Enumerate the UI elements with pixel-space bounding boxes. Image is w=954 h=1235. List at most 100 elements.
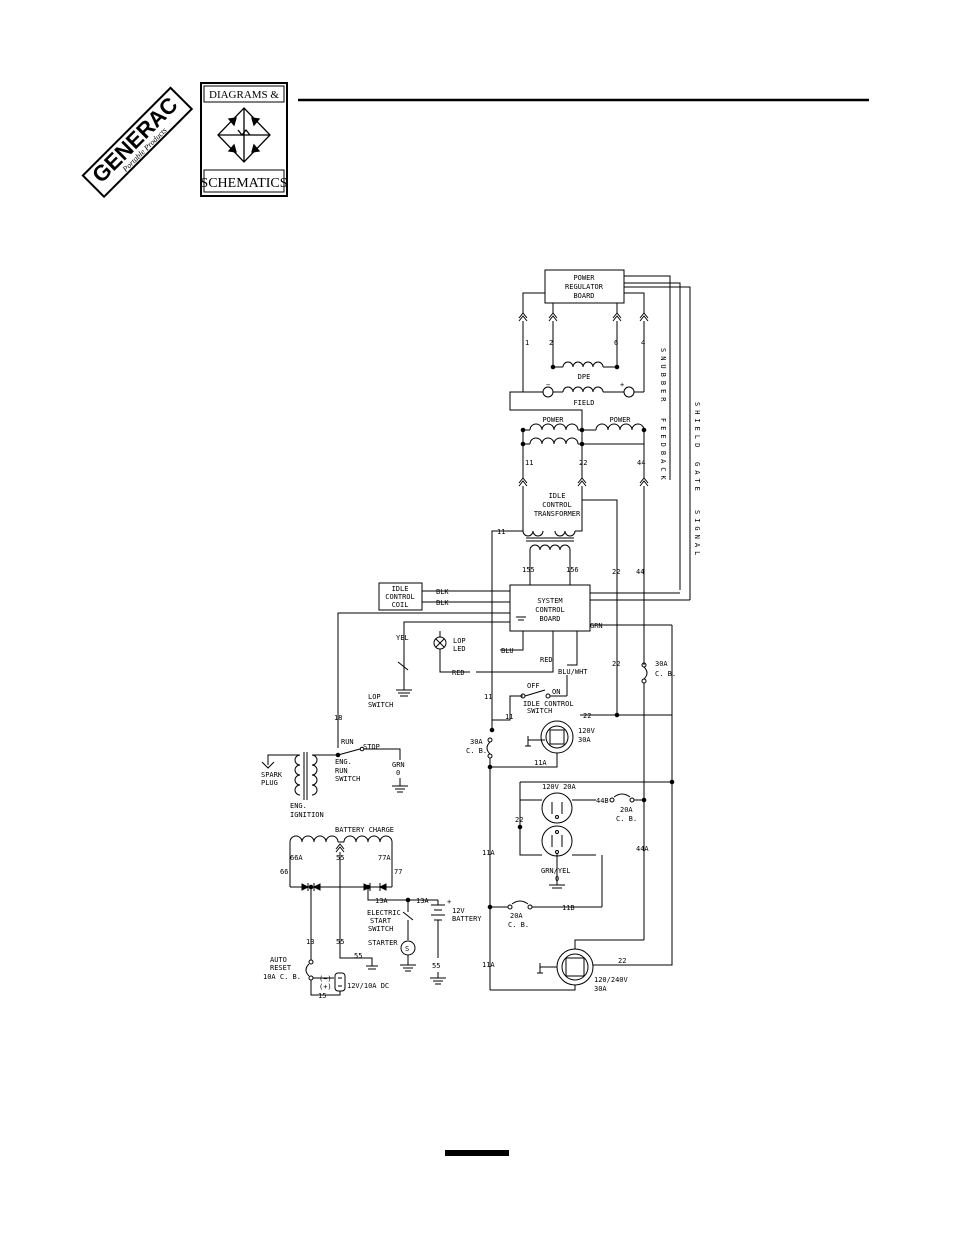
field-winding: − + FIELD [523, 381, 644, 407]
svg-text:156: 156 [566, 566, 579, 574]
electric-start-switch: ELECTRIC START SWITCH [367, 900, 414, 940]
svg-text:30A: 30A [594, 985, 607, 993]
dc-outlet-12v: (−) (+) 12V/10A DC [313, 972, 389, 992]
svg-text:11A: 11A [534, 759, 547, 767]
diagrams-schematics-badge: DIAGRAMS & SCHEMATICS [200, 82, 288, 197]
svg-text:DPE: DPE [578, 373, 591, 381]
svg-text:11A: 11A [482, 849, 495, 857]
svg-text:77: 77 [394, 868, 402, 876]
svg-text:REGULATOR: REGULATOR [565, 283, 604, 291]
svg-text:(+): (+) [319, 983, 332, 991]
battery-charge-winding: BATTERY CHARGE 66A 77A 66 77 55 [280, 826, 402, 945]
svg-text:66: 66 [280, 868, 288, 876]
badge-bottom-text: SCHEMATICS [200, 176, 287, 191]
bridge-rectifier-icon [217, 107, 271, 163]
svg-text:BOARD: BOARD [573, 292, 594, 300]
charge-diodes [289, 878, 393, 891]
svg-text:PLUG: PLUG [261, 779, 278, 787]
svg-text:55: 55 [432, 962, 440, 970]
svg-text:LOP: LOP [368, 693, 381, 701]
svg-text:+: + [620, 381, 624, 389]
svg-text:BOARD: BOARD [539, 615, 560, 623]
svg-text:30A: 30A [655, 660, 668, 668]
svg-text:BLK: BLK [436, 599, 449, 607]
svg-text:LOP: LOP [453, 637, 466, 645]
svg-text:22: 22 [618, 957, 626, 965]
svg-text:44B: 44B [596, 797, 609, 805]
svg-text:13A: 13A [375, 897, 388, 905]
svg-text:55: 55 [354, 952, 362, 960]
svg-text:CONTROL: CONTROL [542, 501, 572, 509]
svg-text:C. B.: C. B. [616, 815, 637, 823]
svg-text:START: START [370, 917, 392, 925]
regulator-connectors [518, 312, 649, 322]
circuit-breaker-20a-duplex: 20A C. B. [609, 793, 637, 823]
svg-text:22: 22 [612, 660, 620, 668]
svg-text:RED: RED [452, 669, 465, 677]
svg-text:+: + [447, 898, 451, 906]
svg-text:RUN: RUN [341, 738, 354, 746]
receptacle-120v-30a: 120V 30A [525, 720, 596, 754]
svg-text:13: 13 [306, 938, 314, 946]
svg-text:11B: 11B [562, 904, 575, 912]
svg-text:POWER: POWER [542, 416, 564, 424]
page-number-bar [445, 1150, 509, 1156]
svg-text:FIELD: FIELD [573, 399, 594, 407]
svg-text:C. B.: C. B. [508, 921, 529, 929]
svg-text:22: 22 [583, 712, 591, 720]
svg-text:44: 44 [636, 568, 644, 576]
svg-text:CONTROL: CONTROL [535, 606, 565, 614]
idle-control-switch: OFF ON IDLE CONTROL SWITCH [520, 675, 574, 715]
svg-text:0: 0 [396, 769, 400, 777]
svg-text:AUTO: AUTO [270, 956, 287, 964]
vertical-labels: SNUBBER FEEDBACK SHIELD GATE SIGNAL [659, 348, 701, 559]
svg-text:CONTROL: CONTROL [385, 593, 415, 601]
power-regulator-board: POWER REGULATOR BOARD [544, 269, 625, 304]
svg-text:YEL: YEL [396, 634, 409, 642]
idle-control-coil: IDLE CONTROL COIL [378, 582, 423, 611]
wire-2: 2 [549, 339, 553, 347]
svg-text:RESET: RESET [270, 964, 292, 972]
svg-text:IDLE CONTROL: IDLE CONTROL [523, 700, 574, 708]
svg-text:RUN: RUN [335, 767, 348, 775]
svg-text:SIGNAL: SIGNAL [693, 510, 701, 559]
svg-text:BLK: BLK [436, 588, 449, 596]
svg-text:BATTERY: BATTERY [452, 915, 482, 923]
system-control-board: SYSTEM CONTROL BOARD [509, 584, 591, 632]
svg-text:ENG.: ENG. [335, 758, 352, 766]
svg-text:SWITCH: SWITCH [368, 925, 393, 933]
svg-text:11: 11 [505, 713, 513, 721]
svg-text:S: S [405, 945, 409, 953]
svg-text:10A C. B.: 10A C. B. [263, 973, 301, 981]
svg-text:15: 15 [318, 992, 326, 1000]
auto-reset-breaker: AUTO RESET 10A C. B. [263, 956, 314, 981]
svg-text:STARTER: STARTER [368, 939, 398, 947]
svg-text:SNUBBER: SNUBBER [659, 348, 667, 406]
dpe-winding: DPE [550, 361, 620, 381]
svg-text:44: 44 [637, 459, 645, 467]
svg-text:66A: 66A [290, 854, 303, 862]
generac-logo: GENERAC Portable Products [81, 86, 194, 199]
starter-motor: STARTER S [368, 939, 416, 972]
svg-text:120V 20A: 120V 20A [542, 783, 577, 791]
wire-1: 1 [525, 339, 529, 347]
svg-text:OFF: OFF [527, 682, 540, 690]
svg-text:IGNITION: IGNITION [290, 811, 324, 819]
svg-text:GRN/YEL: GRN/YEL [541, 867, 571, 875]
svg-text:−: − [546, 381, 550, 389]
svg-text:IDLE: IDLE [549, 492, 566, 500]
svg-text:STOP: STOP [363, 743, 380, 751]
svg-text:SWITCH: SWITCH [527, 707, 552, 715]
svg-text:18: 18 [334, 714, 342, 722]
svg-text:BLU: BLU [501, 647, 514, 655]
svg-text:C. B.: C. B. [655, 670, 676, 678]
svg-text:GRN: GRN [392, 761, 405, 769]
svg-text:12V: 12V [452, 907, 465, 915]
wire-4: 4 [641, 339, 645, 347]
svg-text:77A: 77A [378, 854, 391, 862]
svg-text:55: 55 [336, 854, 344, 862]
wire-6: 6 [614, 339, 618, 347]
svg-text:ENG.: ENG. [290, 802, 307, 810]
svg-text:22: 22 [612, 568, 620, 576]
